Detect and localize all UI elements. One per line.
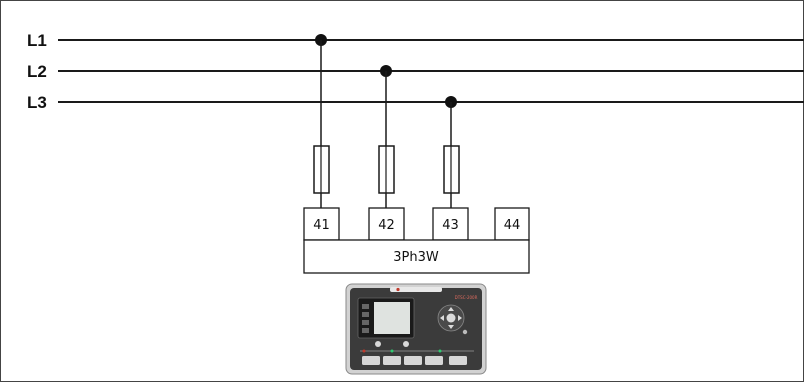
line-label-l2: L2 <box>27 62 47 81</box>
side-button-4 <box>362 328 369 333</box>
terminal-block: 41 42 43 44 3Ph3W <box>303 207 530 274</box>
round-button-2 <box>403 341 409 347</box>
terminal-label-42: 42 <box>378 218 395 233</box>
bottom-button-2 <box>383 356 401 365</box>
terminal-label-44: 44 <box>504 218 521 233</box>
bottom-button-3 <box>404 356 422 365</box>
nav-up-icon <box>448 307 454 311</box>
line-label-l3: L3 <box>27 93 47 112</box>
terminal-43 <box>432 207 469 241</box>
side-button-2 <box>362 312 369 317</box>
fuses <box>313 145 460 194</box>
drops <box>315 34 457 208</box>
terminal-44 <box>494 207 530 241</box>
nav-left-icon <box>440 315 444 321</box>
brand-logo-icon <box>396 287 400 292</box>
mode-box <box>303 239 530 274</box>
device-brand-strip <box>390 287 442 292</box>
phase-lines: L1 L2 L3 <box>27 31 804 112</box>
terminal-label-43: 43 <box>442 218 459 233</box>
device-screen <box>374 302 410 334</box>
status-led-2 <box>390 349 394 353</box>
bottom-button-4 <box>425 356 443 365</box>
nav-aux-button <box>462 329 468 335</box>
device-model-label: DTSC-200R <box>455 295 478 300</box>
nav-center-button <box>446 313 456 323</box>
nav-right-icon <box>458 315 462 321</box>
round-button-1 <box>375 341 381 347</box>
status-led-1 <box>362 349 366 353</box>
side-button-1 <box>362 304 369 309</box>
terminal-label-41: 41 <box>313 218 330 233</box>
terminal-42 <box>368 207 405 241</box>
controller-device: DTSC-200R <box>345 283 487 375</box>
status-led-3 <box>438 349 442 353</box>
mode-label: 3Ph3W <box>393 250 439 265</box>
bottom-button-5 <box>449 356 467 365</box>
terminal-41 <box>303 207 340 241</box>
side-button-3 <box>362 320 369 325</box>
nav-down-icon <box>448 325 454 329</box>
line-label-l1: L1 <box>27 31 47 50</box>
bottom-button-1 <box>362 356 380 365</box>
